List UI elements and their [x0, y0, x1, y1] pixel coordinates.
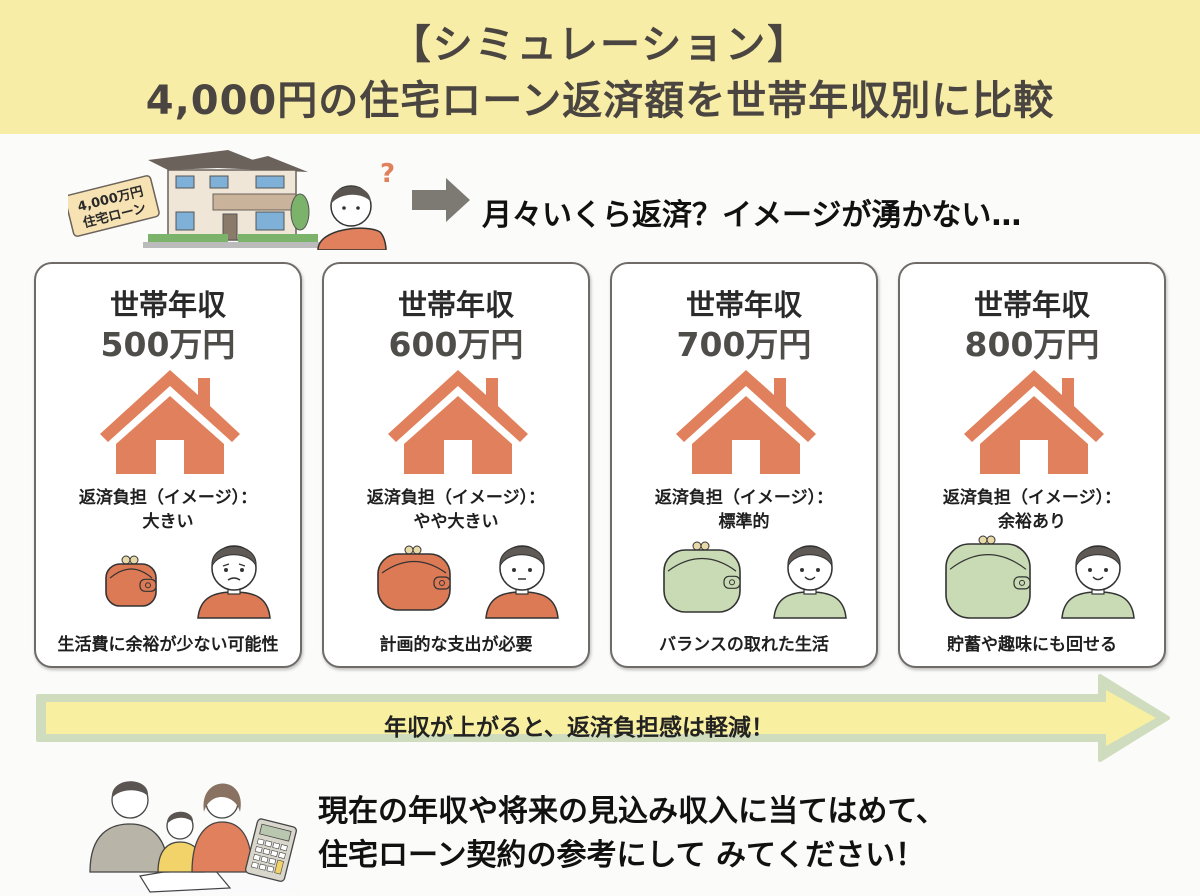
- gray-right-arrow-icon: [412, 178, 470, 222]
- coin-purse-icon: [377, 545, 451, 611]
- burden-value: 標準的: [718, 512, 770, 532]
- burden-label: 返済負担（イメージ）：: [78, 488, 258, 508]
- burden-value: 余裕あり: [998, 512, 1066, 532]
- closing-line-1: 現在の年収や将来の見込み収入に当てはめて、: [318, 794, 946, 829]
- family-illustration: [80, 781, 300, 894]
- header-banner: 【シミュレーション】 4,000円の住宅ローン返済額を世帯年収別に比較: [0, 0, 1200, 134]
- question-mark-icon: ?: [380, 159, 395, 189]
- intro-message: 月々いくら返済？イメージが湧かない…: [482, 198, 1022, 233]
- burden-text: 返済負担（イメージ）： 標準的: [612, 486, 876, 534]
- trend-message: 年収が上がると、返済負担感は軽減！: [383, 715, 775, 741]
- person-smile-icon: [1061, 545, 1135, 619]
- income-label: 世帯年収: [397, 288, 514, 322]
- trend-arrow-icon: [36, 674, 1170, 762]
- calculator-icon: [244, 818, 297, 882]
- intro-house-illustration: 4,000万円 住宅ローン ?: [68, 150, 395, 250]
- header-subtitle: 【シミュレーション】: [390, 22, 810, 68]
- income-amount: 700万円: [676, 325, 812, 364]
- burden-value: やや大きい: [413, 512, 499, 532]
- burden-label: 返済負担（イメージ）：: [654, 488, 834, 508]
- income-label: 世帯年収: [685, 288, 802, 322]
- card-note: 生活費に余裕が少ない可能性: [57, 635, 279, 655]
- burden-label: 返済負担（イメージ）：: [366, 488, 546, 508]
- closing-message: 現在の年収や将来の見込み収入に当てはめて、 住宅ローン契約の参考にして みてくだ…: [318, 790, 946, 878]
- card-note: 計画的な支出が必要: [379, 635, 533, 655]
- page-title: 4,000円の住宅ローン返済額を世帯年収別に比較: [145, 78, 1055, 124]
- burden-text: 返済負担（イメージ）： 余裕あり: [900, 486, 1164, 534]
- closing-line-2: 住宅ローン契約の参考にして みてください！: [318, 838, 926, 873]
- house-icon: [676, 370, 816, 474]
- income-label: 世帯年収: [973, 288, 1090, 322]
- card-note: バランスの取れた生活: [659, 635, 829, 655]
- coin-purse-icon: [663, 541, 741, 613]
- house-icon: [100, 370, 240, 474]
- income-amount: 800万円: [964, 325, 1100, 364]
- burden-value: 大きい: [142, 512, 194, 532]
- burden-label: 返済負担（イメージ）：: [942, 488, 1122, 508]
- income-amount: 600万円: [388, 325, 524, 364]
- income-label: 世帯年収: [109, 288, 226, 322]
- person-neutral-icon: [485, 545, 559, 619]
- house-icon: [964, 370, 1104, 474]
- person-smile-icon: [773, 545, 847, 619]
- burden-text: 返済負担（イメージ）： やや大きい: [324, 486, 588, 534]
- card-note: 貯蓄や趣味にも回せる: [947, 635, 1117, 655]
- coin-purse-icon: [105, 555, 157, 607]
- thinking-person-icon: [317, 227, 387, 250]
- father-icon: [89, 823, 169, 873]
- income-amount: 500万円: [100, 325, 236, 364]
- person-worried-icon: [197, 545, 271, 619]
- house-icon: [388, 370, 528, 474]
- burden-text: 返済負担（イメージ）： 大きい: [36, 486, 300, 534]
- coin-purse-icon: [945, 535, 1031, 619]
- mother-icon: [191, 821, 253, 873]
